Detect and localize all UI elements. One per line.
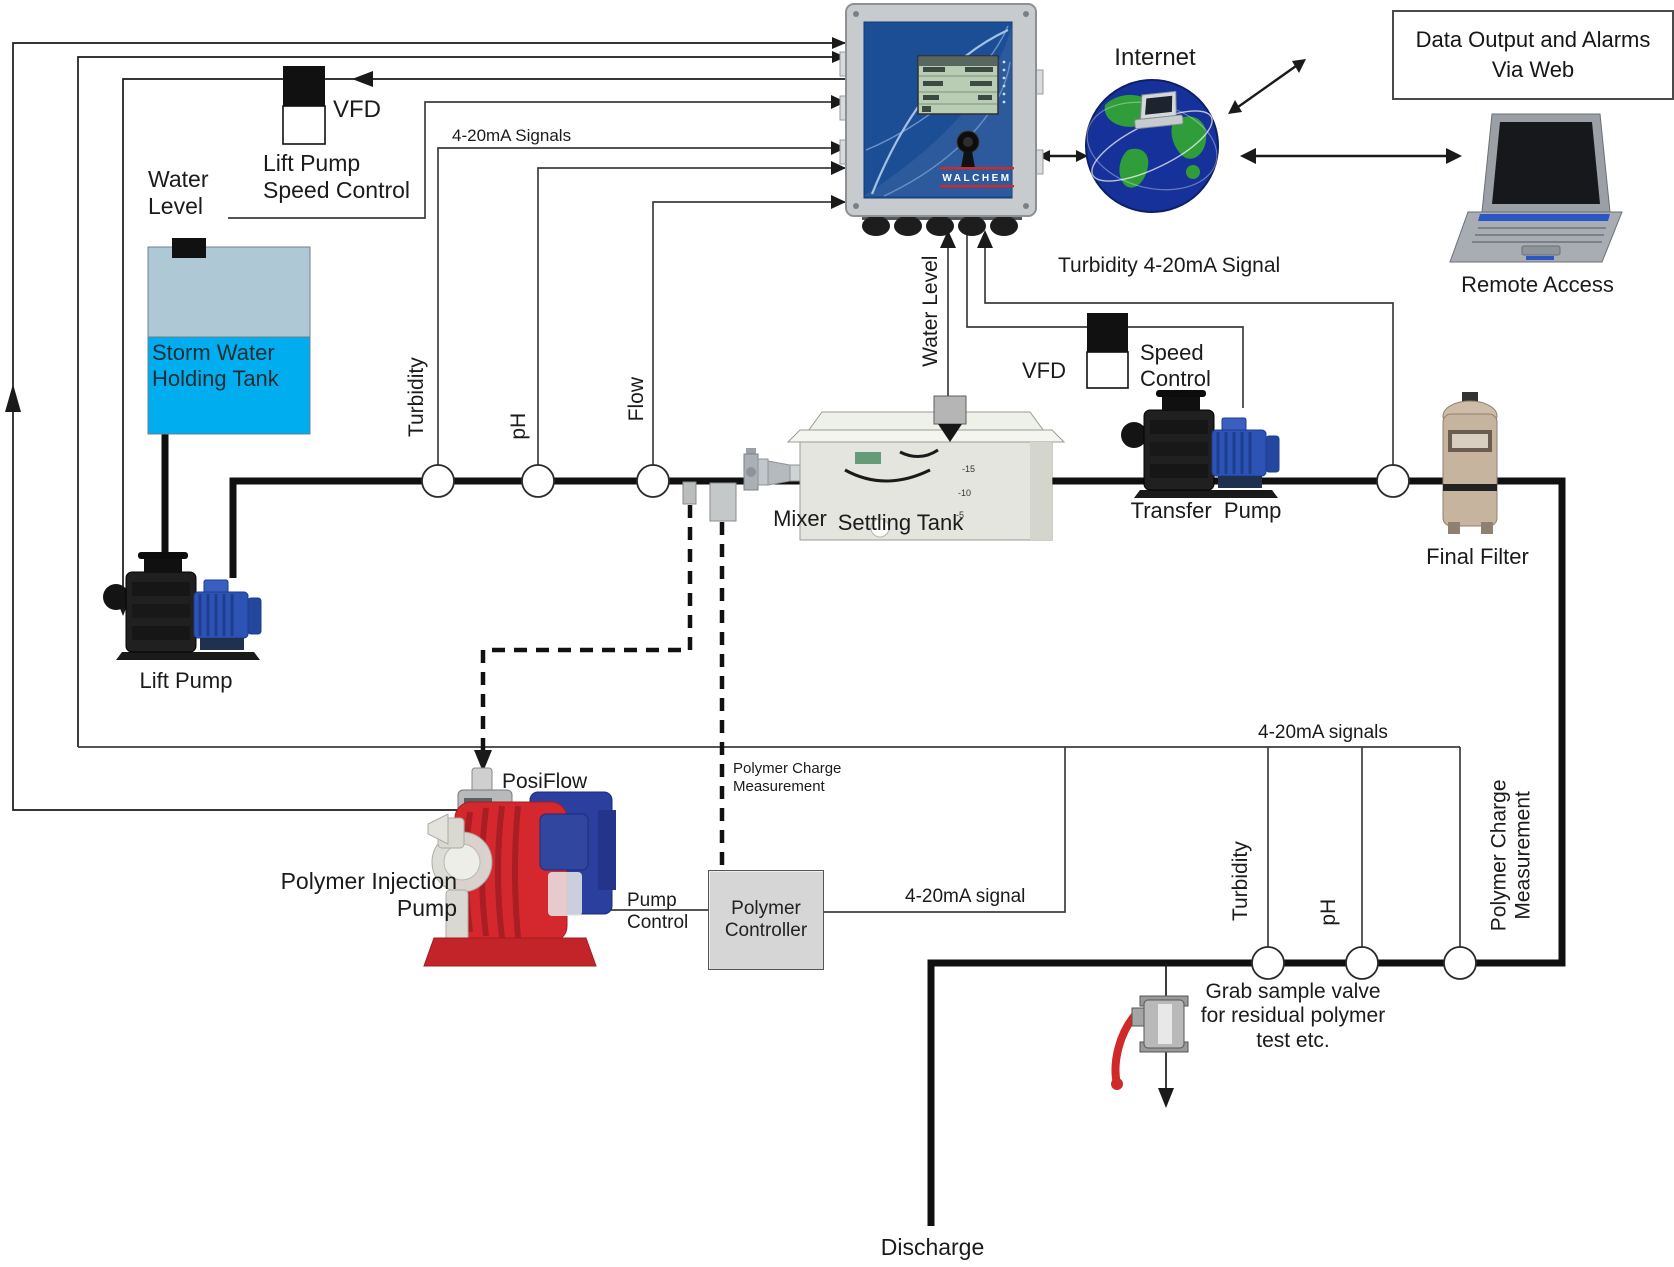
polymer-controller-box: Polymer Controller <box>708 870 824 970</box>
turbidity-420-signal-label: Turbidity 4-20mA Signal <box>1058 254 1281 277</box>
data-output-box: Data Output and Alarms Via Web <box>1392 10 1674 100</box>
turbidity-main-line <box>437 147 845 465</box>
signals-420-top-label: 4-20mA Signals <box>452 126 572 145</box>
svg-text:-15: -15 <box>962 464 975 474</box>
lift-pump-speed-control-label: Lift Pump Speed Control <box>263 150 411 203</box>
internet-globe-icon <box>1085 79 1219 213</box>
filter-turbidity-sensor-icon <box>1376 464 1410 498</box>
settling-tank-label: Settling Tank <box>837 510 964 535</box>
final-filter-label: Final Filter <box>1426 544 1529 569</box>
arrow-down-posiflow <box>474 750 492 772</box>
arrow-into-controller-6 <box>831 195 846 209</box>
storm-water-level-label: Water Level <box>148 166 209 219</box>
tank-level-sensor-icon <box>172 238 206 258</box>
filter-turbidity-line <box>984 246 1394 465</box>
settling-tank-image: -15 -10 -5 <box>786 395 1066 541</box>
storm-tank-label: Storm Water Holding Tank <box>152 340 279 391</box>
lift-pump-image <box>101 550 263 662</box>
arrow-globe-webbox <box>1237 65 1297 108</box>
lift-vfd-control-line <box>122 78 845 598</box>
flow-sensor-icon <box>636 464 670 498</box>
inline-sensors <box>421 464 1477 980</box>
polymer-charge-measurement-label: Polymer Charge Measurement <box>733 760 842 795</box>
lift-vfd-label: VFD <box>333 96 381 123</box>
ph-sensor-icon <box>521 464 555 498</box>
globe-laptop-icon <box>1134 90 1184 130</box>
settling-level-sensor-icon <box>933 395 967 425</box>
turbidity-sensor-icon <box>421 464 455 498</box>
signals-420-bottom-label: 4-20mA signals <box>1258 722 1388 743</box>
posiflow-label: PosiFlow <box>502 770 588 793</box>
data-output-line1: Data Output and Alarms <box>1415 27 1651 53</box>
storm-water-level-line <box>228 101 845 219</box>
ph-bottom-label: pH <box>1316 898 1340 926</box>
polymer-injection-fitting-icon <box>682 481 697 505</box>
discharge-pcm-sensor-icon <box>1443 946 1477 980</box>
ph-main-label: pH <box>506 412 530 440</box>
discharge-label: Discharge <box>880 1234 985 1260</box>
walchem-logo: WALCHEM <box>942 173 1011 184</box>
settling-water-level-label: Water Level <box>918 255 942 367</box>
transfer-vfd-label: VFD <box>1022 358 1066 383</box>
bundle-signal-line <box>77 56 845 747</box>
storm-water-tank <box>147 238 311 435</box>
transfer-pump-image <box>1119 388 1281 500</box>
pipe-main-run <box>229 477 1566 1226</box>
arrow-into-controller-3 <box>831 95 846 109</box>
remote-laptop-icon <box>1449 113 1623 263</box>
arrow-into-controller-5 <box>831 161 846 175</box>
transfer-vfd-line-a <box>966 232 1087 328</box>
remote-access-label: Remote Access <box>1461 272 1614 297</box>
svg-text:-5: -5 <box>956 510 964 520</box>
data-output-line2: Via Web <box>1491 57 1575 82</box>
pump-control-label: Pump Control <box>627 890 689 934</box>
sample-tap-fitting-icon <box>709 482 737 522</box>
arrow-into-controller-1 <box>832 37 846 49</box>
arrow-up-left-loop <box>5 384 21 412</box>
flow-label: Flow <box>624 377 648 422</box>
polymer-controller-signal-line <box>822 747 1066 913</box>
signal-lines <box>12 42 1461 1090</box>
lift-pump-label: Lift Pump <box>139 668 233 693</box>
arrow-up-water-level <box>940 230 956 248</box>
grab-sample-label: Grab sample valve for residual polymer t… <box>1200 980 1386 1052</box>
transfer-vfd-line-b <box>1128 326 1244 408</box>
mixer-label: Mixer <box>773 506 827 531</box>
posiflow-signal-line <box>12 42 845 811</box>
polymer-injection-pump-label: Polymer Injection Pump <box>280 868 457 921</box>
grab-sample-valve-icon <box>1111 995 1189 1090</box>
turbidity-main-label: Turbidity <box>404 357 428 438</box>
polymer-injection-pump-image <box>423 791 616 967</box>
arrow-up-filter-turbidity <box>977 230 993 248</box>
lift-vfd-icon <box>282 66 326 145</box>
ph-main-line <box>537 167 845 465</box>
final-filter-image <box>1442 392 1498 534</box>
controller-image: WALCHEM <box>839 3 1044 236</box>
dashed-lines <box>480 505 725 868</box>
arrow-down-grab-sample <box>1158 1088 1174 1108</box>
process-pipe <box>161 434 1566 1226</box>
svg-text:-10: -10 <box>958 488 971 498</box>
discharge-turbidity-sensor-icon <box>1251 946 1285 980</box>
internet-label: Internet <box>1114 44 1196 71</box>
polymer-feed-dashed-line <box>480 505 693 752</box>
arrow-into-controller-4 <box>831 141 846 155</box>
injection-fittings <box>682 481 737 522</box>
arrow-to-lift-vfd <box>352 71 373 87</box>
signal-420-label: 4-20mA signal <box>905 886 1026 907</box>
turbidity-bottom-label: Turbidity <box>1228 841 1252 922</box>
polymer-charge-vertical-label: Polymer Charge Measurement <box>1487 779 1535 932</box>
speed-control-label: Speed Control <box>1140 340 1211 391</box>
discharge-ph-sensor-icon <box>1345 946 1379 980</box>
transfer-pump-label: Transfer Pump <box>1130 498 1282 523</box>
transfer-vfd-icon <box>1086 313 1129 389</box>
arrow-into-controller-2 <box>832 51 846 63</box>
network-arrows <box>1038 59 1462 164</box>
flow-line <box>652 201 845 465</box>
